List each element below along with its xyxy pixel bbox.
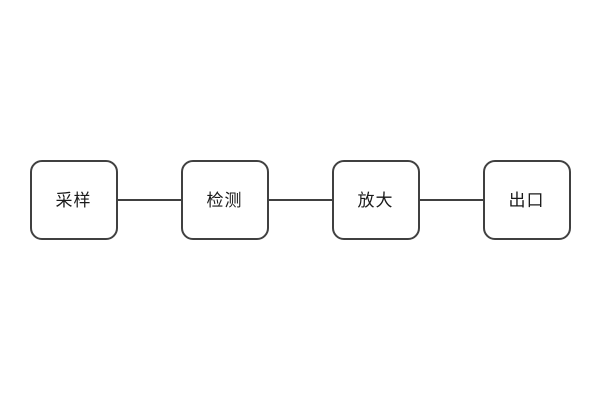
flow-node-sampling: 采样	[29, 160, 118, 240]
connector-line	[117, 199, 181, 201]
connector-line	[419, 199, 483, 201]
flow-node-output: 出口	[482, 160, 571, 240]
node-label: 放大	[357, 190, 394, 210]
node-label: 出口	[508, 190, 545, 210]
flow-node-amplify: 放大	[331, 160, 420, 240]
node-label: 检测	[206, 190, 243, 210]
node-label: 采样	[55, 190, 92, 210]
connector-line	[268, 199, 332, 201]
flow-node-detection: 检测	[180, 160, 269, 240]
flowchart: 采样 检测 放大 出口	[29, 160, 571, 240]
